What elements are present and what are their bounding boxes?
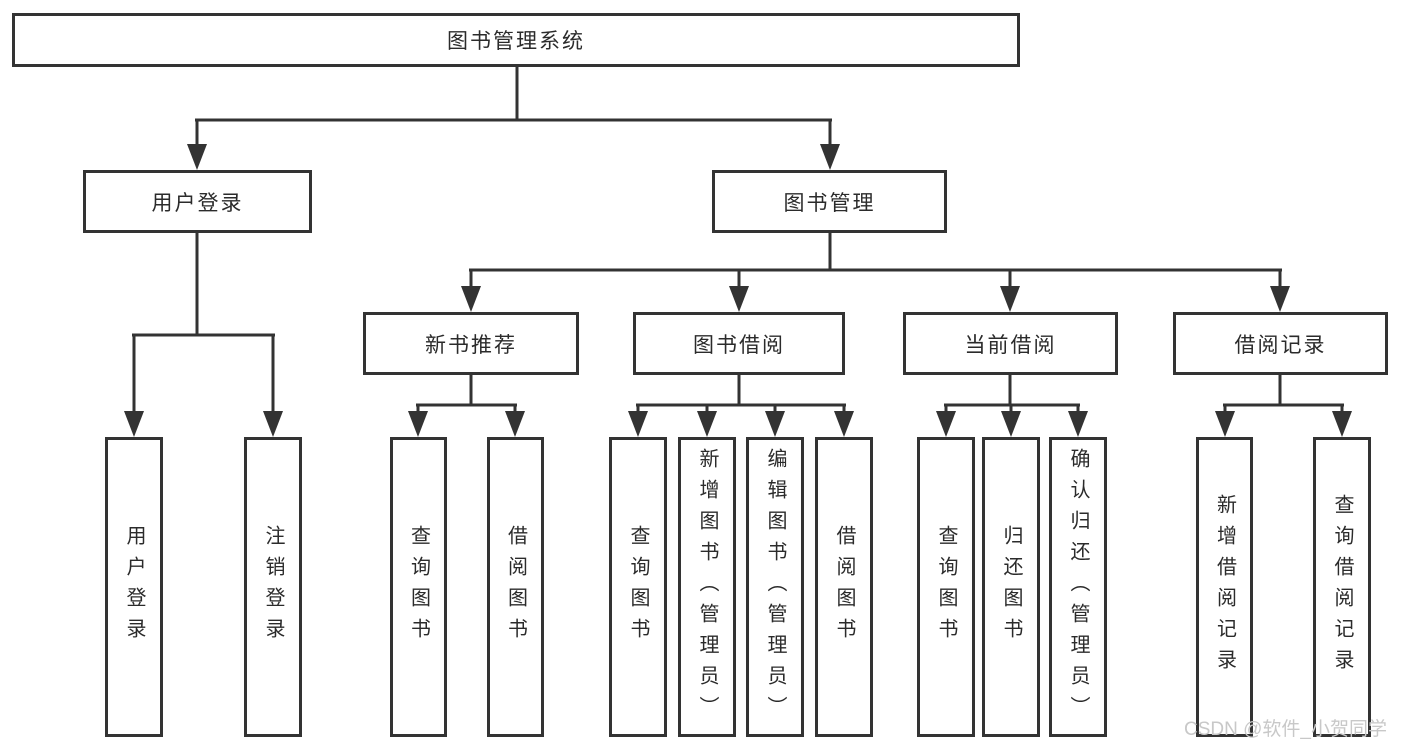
- leaf-query-books-recommend: 查询图书: [390, 437, 447, 737]
- leaf-query-borrow-record: 查询借阅记录: [1313, 437, 1371, 737]
- leaf-borrow-books-recommend: 借阅图书: [487, 437, 544, 737]
- leaf-label: 查询图书: [935, 525, 957, 649]
- node-user-login: 用户登录: [83, 170, 312, 233]
- leaf-user-login: 用户登录: [105, 437, 163, 737]
- leaf-label: 用户登录: [123, 525, 145, 649]
- leaf-add-borrow-record: 新增借阅记录: [1196, 437, 1253, 737]
- leaf-label: 归还图书: [1000, 525, 1022, 649]
- leaf-label: 注销登录: [262, 525, 284, 649]
- node-book-borrow: 图书借阅: [633, 312, 845, 375]
- leaf-borrow-books: 借阅图书: [815, 437, 873, 737]
- leaf-label: 新增借阅记录: [1213, 494, 1236, 680]
- node-current-borrow: 当前借阅: [903, 312, 1118, 375]
- leaf-confirm-return-admin: 确认归还（管理员）: [1049, 437, 1107, 737]
- node-borrow-records: 借阅记录: [1173, 312, 1388, 375]
- leaf-label: 查询借阅记录: [1331, 494, 1353, 680]
- leaf-label: 查询图书: [627, 525, 649, 649]
- node-library-management-system: 图书管理系统: [12, 13, 1020, 67]
- leaf-query-books-current: 查询图书: [917, 437, 975, 737]
- node-new-book-recommend: 新书推荐: [363, 312, 579, 375]
- node-book-management: 图书管理: [712, 170, 947, 233]
- leaf-add-books-admin: 新增图书（管理员）: [678, 437, 736, 737]
- leaf-logout: 注销登录: [244, 437, 302, 737]
- leaf-label: 借阅图书: [833, 525, 855, 649]
- leaf-label: 查询图书: [407, 525, 430, 649]
- leaf-query-books-borrow: 查询图书: [609, 437, 667, 737]
- leaf-return-books: 归还图书: [982, 437, 1040, 737]
- leaf-edit-books-admin: 编辑图书（管理员）: [746, 437, 804, 737]
- csdn-watermark: CSDN @软件_小贺同学: [1184, 719, 1387, 740]
- leaf-label: 编辑图书（管理员）: [764, 447, 786, 727]
- leaf-label: 新增图书（管理员）: [696, 447, 718, 727]
- leaf-label: 借阅图书: [504, 525, 527, 649]
- leaf-label: 确认归还（管理员）: [1067, 447, 1089, 727]
